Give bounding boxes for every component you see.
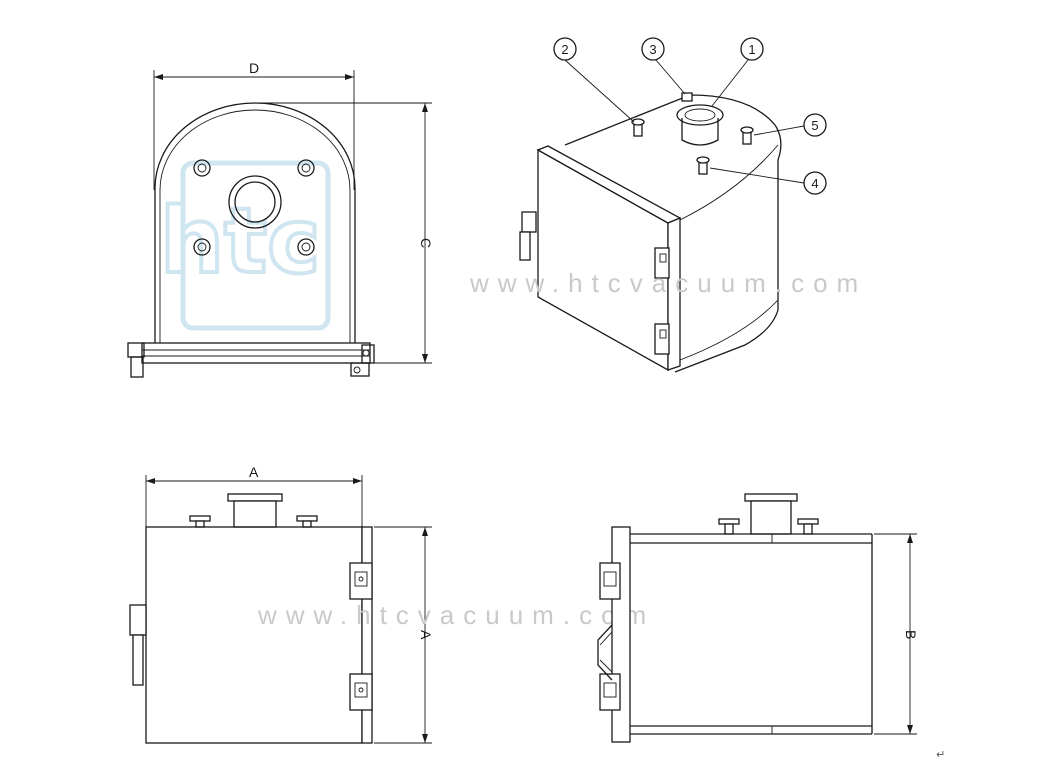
svg-text:2: 2 [561, 42, 568, 57]
svg-text:4: 4 [811, 176, 818, 191]
top-view-body [145, 526, 363, 744]
iso-top-edge [679, 144, 779, 221]
callout-5 [803, 113, 827, 137]
side-view-ports [718, 493, 819, 535]
front-body-outline [154, 102, 356, 343]
svg-text:5: 5 [811, 118, 818, 133]
small-ports [193, 159, 315, 256]
watermark-upper: www.htcvacuum.com [469, 268, 867, 298]
iso-door-side-edge [667, 217, 681, 371]
corner-mark: ↵ [936, 748, 945, 761]
svg-text:3: 3 [649, 42, 656, 57]
center-port-inner [234, 181, 276, 223]
front-view: htc [127, 60, 434, 378]
dimension-C: C [256, 102, 434, 364]
dimension-C-label: C [418, 238, 434, 248]
dimension-B: B [874, 533, 919, 735]
isometric-view: 2 3 1 5 4 www.htcvacuum.com [469, 37, 867, 373]
htc-logo-watermark: htc [158, 160, 331, 331]
dimension-A-side: A [374, 526, 434, 744]
dimension-D-label: D [249, 60, 259, 76]
svg-text:htc: htc [160, 189, 320, 294]
iso-small-ports [631, 92, 754, 175]
center-port-outer [228, 175, 282, 229]
dimension-A-top-label: A [249, 464, 259, 480]
top-view-hinges [349, 562, 373, 711]
top-view: A A www.htcvacuum.com [129, 464, 655, 744]
watermark-lower: www.htcvacuum.com [257, 600, 655, 630]
dimension-A-top: A [145, 464, 363, 527]
iso-bottom-edge [679, 299, 779, 361]
callout-4 [803, 171, 827, 195]
front-base [127, 342, 375, 378]
svg-text:1: 1 [748, 42, 755, 57]
side-view: B [597, 493, 919, 743]
dimension-A-side-label: A [418, 630, 434, 640]
callout-3 [641, 37, 665, 61]
callout-1 [740, 37, 764, 61]
side-view-handle [597, 624, 613, 681]
front-body-inner [159, 109, 351, 343]
top-view-door-edge [361, 526, 373, 744]
callout-2 [553, 37, 577, 61]
callouts: 2 3 1 5 4 [553, 37, 827, 195]
top-view-handle [129, 604, 147, 686]
dimension-D: D [153, 60, 355, 190]
iso-hinges [654, 247, 670, 355]
iso-handle [519, 211, 537, 261]
dimension-B-label: B [903, 630, 919, 639]
top-view-ports [189, 493, 318, 528]
side-view-hinges [599, 562, 621, 711]
iso-body-outline [564, 94, 782, 373]
iso-main-port [676, 104, 724, 146]
